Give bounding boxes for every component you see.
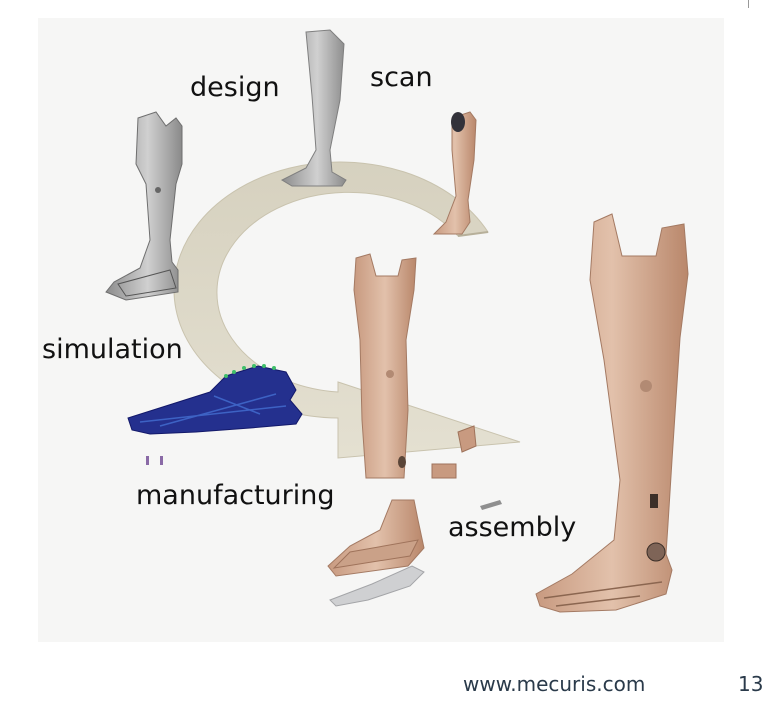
printed-foot: [327, 499, 425, 577]
step-label-simulation: simulation: [42, 334, 183, 365]
insole: [329, 565, 425, 607]
page-number: 13: [738, 672, 764, 696]
corner-mark: [748, 0, 761, 8]
footer-url[interactable]: www.mecuris.com: [463, 672, 646, 696]
printed-socket: [353, 253, 417, 479]
assembled-prosthesis: [535, 213, 689, 613]
residual-limb-scan: [432, 111, 477, 235]
cad-design-model: [105, 111, 183, 301]
small-components: [431, 425, 502, 510]
step-label-design: design: [190, 72, 280, 103]
step-label-assembly: assembly: [448, 512, 577, 543]
step-label-manufacturing: manufacturing: [136, 480, 335, 511]
simulation-mesh: [127, 364, 303, 465]
scanned-leg-model: [280, 29, 347, 187]
step-label-scan: scan: [370, 62, 433, 93]
